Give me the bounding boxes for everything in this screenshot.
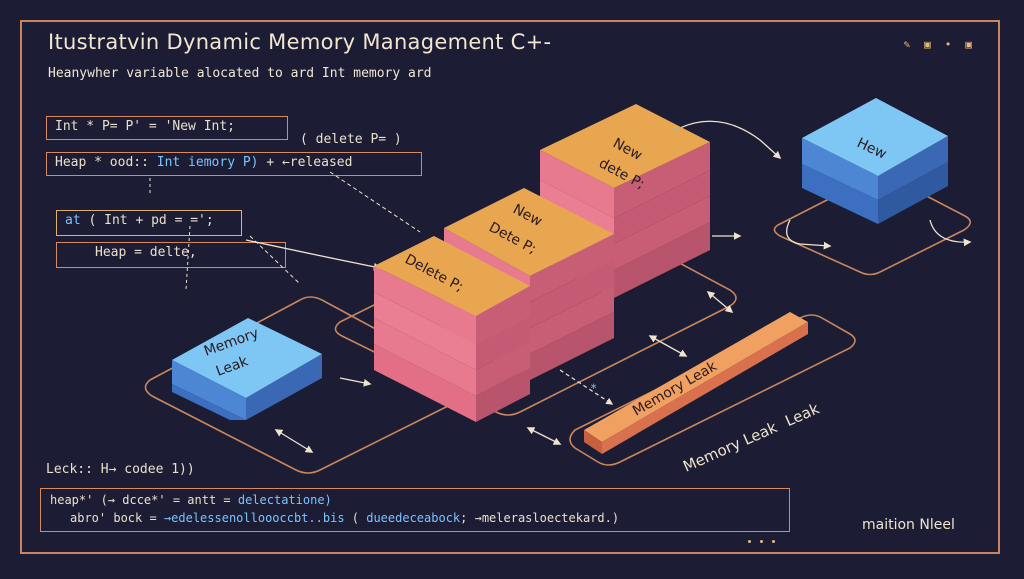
footer-line-2-highlight: →edelessenolloooccbt..bis (163, 511, 345, 525)
arrow-right-loop (786, 219, 832, 250)
footer-line-2-highlight2: dueedeceabock (366, 511, 461, 525)
top-icon-bar: ✎ ▣ • ▣ (904, 38, 973, 51)
code-heap-prefix: Heap * ood:: (55, 155, 157, 170)
dashed-link-3 (185, 225, 191, 291)
arrow-bar-left (648, 335, 688, 357)
lock-icon[interactable]: ▣ (965, 38, 972, 51)
code-at-rest: ( Int + pd = ='; (80, 213, 214, 228)
arrow-to-bar (706, 291, 734, 313)
code-line-at-int: at ( Int + pd = ='; (56, 210, 242, 236)
memory-leak-caption-part2: Leak (782, 399, 822, 430)
code-line-heap-delete: Heap = delte, (56, 242, 286, 268)
code-lock-line: Leck:: H→ codee 1)) (46, 462, 195, 477)
footer-dot-3 (772, 540, 775, 543)
cursor-mark-2: ∗ (590, 379, 597, 393)
arrow-to-bar-lower (559, 369, 614, 405)
block-new-heap: Hew (802, 98, 948, 224)
more-icon[interactable]: • (944, 38, 952, 51)
footer-line-2-prefix: abro' bock = (70, 511, 164, 525)
code-line-new-int: Int * P= P' = 'New Int; (46, 116, 288, 140)
code-heap-suffix: + ←released (258, 155, 353, 170)
footer-code-box (40, 488, 790, 532)
cursor-mark-1: ∗ (672, 121, 679, 135)
code-heap-highlight: Int iemory P) (156, 155, 259, 170)
arrow-to-stack (245, 239, 382, 271)
stack-front: Delete P; (374, 236, 530, 422)
memory-leak-caption: Memory Leak Leak (680, 399, 822, 475)
platform-outline-bar (569, 314, 856, 466)
memory-leak-caption-part1: Memory Leak (680, 418, 780, 476)
code-delete-note: ( delete P= ) (300, 132, 402, 147)
arrow-bottom-center (339, 377, 372, 387)
code-at-keyword: at (65, 213, 81, 228)
page-title: Itustratvin Dynamic Memory Management C+… (48, 30, 552, 54)
footer-line-2: abro' bock = →edelessenolloooccbt..bis (… (70, 511, 619, 525)
footer-line-2-end: ; →melerasloectekard.) (460, 511, 620, 525)
arrow-bottom-left (274, 429, 314, 453)
dashed-link-2 (249, 235, 301, 285)
outer-frame (20, 20, 1000, 554)
dashed-link-1 (329, 171, 421, 233)
footer-line-2-mid: ( (344, 511, 367, 525)
arrow-right-down (929, 219, 972, 247)
footer-line-1-highlight: delectatione) (237, 493, 332, 507)
footer-dot-2 (760, 540, 763, 543)
footer-line-1: heap*' (→ dcce*' = antt = delectatione) (50, 493, 332, 507)
block-memory-leak: Memory Leak (172, 318, 322, 420)
image-icon[interactable]: ▣ (924, 38, 931, 51)
footer-dot-1 (748, 540, 751, 543)
edit-icon[interactable]: ✎ (903, 38, 911, 51)
page-subtitle: Heanywher variable alocated to ard Int m… (48, 66, 432, 81)
arrow-top-right (679, 120, 782, 160)
footer-line-1-prefix: heap*' (→ dcce*' = antt = (50, 493, 238, 507)
credit-label: maition Nleel (862, 517, 955, 533)
code-line-new-int-text: Int * P= P' = 'New Int; (55, 119, 236, 134)
code-line-heap-released: Heap * ood:: Int iemory P) + ←released (46, 152, 422, 176)
code-heap-delete-text: Heap = delte, (95, 245, 197, 260)
arrow-bottom-mid (526, 427, 562, 445)
